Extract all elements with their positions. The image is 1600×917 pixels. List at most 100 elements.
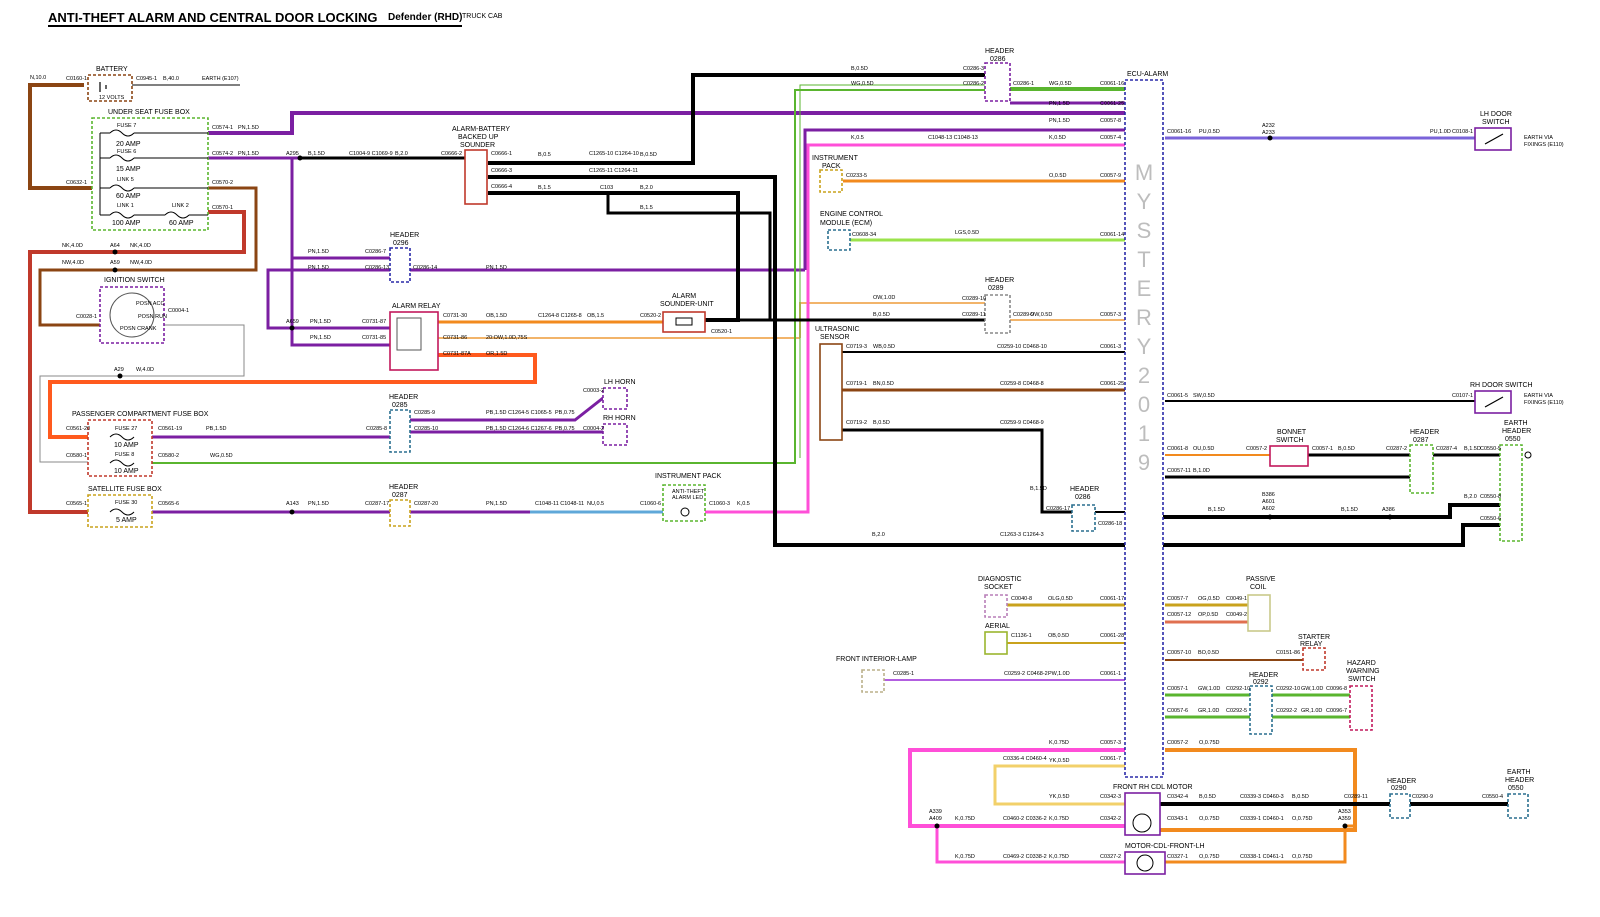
hazard-switch xyxy=(1349,685,1373,731)
connector-c116: C0327-1 xyxy=(1167,854,1188,860)
ecm-label2: MODULE (ECM) xyxy=(820,220,872,227)
wire-label-w1: N,10.0 xyxy=(30,75,46,81)
header-0285 xyxy=(389,409,411,453)
connector-c15: C0286-14 xyxy=(413,265,437,271)
sounder-unit-label1: ALARM xyxy=(672,293,696,300)
connector-c103: C0057-3 xyxy=(1100,740,1121,746)
connector-c51: C0057-9 xyxy=(1100,173,1121,179)
page-variant: TRUCK CAB xyxy=(462,13,503,20)
alarm-sounder-unit xyxy=(662,311,706,333)
wire-yk-motor xyxy=(993,764,1125,806)
ecm xyxy=(827,229,851,251)
battery-label: BATTERY xyxy=(96,66,128,73)
connector-c114: C0469-2 C0338-2 xyxy=(1003,854,1047,860)
connector-c60: C0061-3 xyxy=(1100,344,1121,350)
connector-c67: C0286-18 xyxy=(1098,521,1122,527)
connector-c66: C0286-17 xyxy=(1046,506,1070,512)
wire-label-w51: LGS,0.5D xyxy=(955,230,979,236)
connector-c71: C0061-5 xyxy=(1167,393,1188,399)
wire-label-w16: PN,1.5D xyxy=(308,249,329,255)
wire-label-w98: A409 xyxy=(929,816,942,822)
lh-motor-label: MOTOR-CDL-FRONT-LH xyxy=(1125,843,1205,850)
battery-conn-left: C0160-1 xyxy=(66,76,87,82)
header-0292 xyxy=(1249,685,1273,735)
fuse30-label: FUSE 30 xyxy=(115,500,137,506)
wire-orange-rh-motor xyxy=(1160,748,1357,832)
rh-horn xyxy=(602,423,628,446)
link1-rating: 100 AMP xyxy=(112,220,141,227)
ign-pos-run: POSN RUN xyxy=(138,314,167,320)
wire-label-w39: WG,0.5D xyxy=(1049,81,1072,87)
page-model: Defender (RHD) xyxy=(388,12,462,23)
connector-c37: C0287-17 xyxy=(365,501,389,507)
connector-c86: C0057-7 xyxy=(1167,596,1188,602)
battery xyxy=(87,74,133,102)
connector-c55: C0289-11 xyxy=(962,312,986,318)
connector-c40: C1060-6 xyxy=(640,501,661,507)
ecu-alarm xyxy=(1124,79,1164,778)
wire-label-w64: SW,0.5D xyxy=(1193,393,1215,399)
connector-c83: C0061-17 xyxy=(1100,596,1124,602)
wire-label-w46: B,1.5 xyxy=(538,185,551,191)
connector-c7: C0666-2 xyxy=(441,151,462,157)
connector-c73: C0061-8 xyxy=(1167,446,1188,452)
wire-label-w28: PB,1.5D xyxy=(486,426,507,432)
ecu-alarm-label: ECU-ALARM xyxy=(1127,71,1168,78)
connector-c54: C0289-10 xyxy=(962,296,986,302)
connector-c43: C0286-2 xyxy=(963,81,984,87)
wire-label-w67: B,1.0D xyxy=(1193,468,1210,474)
header-0286-top-label2: 0286 xyxy=(990,56,1006,63)
header-0286-top xyxy=(984,62,1011,102)
connector-c42: C0286-3 xyxy=(963,66,984,72)
connector-c118: C0289-11 xyxy=(1344,794,1368,800)
wire-label-w76: OG,0.5D xyxy=(1198,596,1220,602)
fuse6-rating: 15 AMP xyxy=(116,166,141,173)
components: BATTERY 12 VOLTS C0160-1 C0945-1 EARTH (… xyxy=(66,48,1564,875)
earth-0550-bot-label1: EARTH xyxy=(1507,769,1531,776)
wire-label-w35: NU,0.5 xyxy=(587,501,604,507)
connector-c10: C0666-4 xyxy=(491,184,512,190)
connector-c31: C0285-9 xyxy=(414,410,435,416)
connector-c9: C0666-3 xyxy=(491,168,512,174)
connector-c17: C0731-85 xyxy=(362,335,386,341)
header-0290 xyxy=(1389,793,1411,819)
connector-c85: C0061-28 xyxy=(1100,633,1124,639)
connector-c36: C0565-6 xyxy=(158,501,179,507)
link5-rating: 60 AMP xyxy=(116,193,141,200)
wire-a29-grey xyxy=(39,324,245,463)
wire-label-w70: A601 xyxy=(1262,499,1275,505)
connector-c25: C0004-2 xyxy=(583,426,604,432)
alarm-relay-label: ALARM RELAY xyxy=(392,303,441,310)
wire-label-w79: BO,0.5D xyxy=(1198,650,1219,656)
wire-label-w18: PN,1.5D xyxy=(486,265,507,271)
connector-c117: C0338-1 C0461-1 xyxy=(1240,854,1284,860)
fuse-symbols-icon xyxy=(99,129,208,219)
connector-c49: C0057-4 xyxy=(1100,135,1121,141)
connector-c112: C0339-1 C0460-1 xyxy=(1240,816,1284,822)
connector-c39: C1048-11 C1048-11 xyxy=(535,501,584,507)
alarm-sounder-label2: BACKED UP xyxy=(458,134,499,141)
rh-door-earth2: FIXINGS (E110) xyxy=(1524,400,1564,406)
connector-c48: C1048-13 C1048-13 xyxy=(928,135,978,141)
wire-label-w3: PN,1.5D xyxy=(238,125,259,131)
wire-label-w23: OB,1.5 xyxy=(587,313,604,319)
header-0285-label2: 0285 xyxy=(392,402,408,409)
wire-label-w15: W,4.0D xyxy=(136,367,154,373)
wire-label-w81: GW,1.0D xyxy=(1198,686,1220,692)
connector-c23: C0520-1 xyxy=(711,329,732,335)
wire-label-w88: K,0.75D xyxy=(955,816,975,822)
wire-label-w58: B,1.5D xyxy=(1030,486,1047,492)
wire-label-w63: PU,1.0D xyxy=(1430,129,1451,135)
wire-label-w33: PN,1.5D xyxy=(308,501,329,507)
connector-c95: C0057-1 xyxy=(1167,686,1188,692)
header-0290-label2: 0290 xyxy=(1391,785,1407,792)
wire-pink-lh-motor xyxy=(910,824,1125,864)
wire-label-w53: B,0.5D xyxy=(873,312,890,318)
wire-label-w50: O,0.5D xyxy=(1049,173,1066,179)
connector-c12: C1265-11 C1264-11 xyxy=(589,168,638,174)
wire-label-w83: GR,1.0D xyxy=(1198,708,1219,714)
header-0286-mid xyxy=(1071,504,1096,532)
connector-c64: C0719-2 xyxy=(846,420,867,426)
connector-c34: C1264-6 C1267-6 xyxy=(508,426,552,432)
